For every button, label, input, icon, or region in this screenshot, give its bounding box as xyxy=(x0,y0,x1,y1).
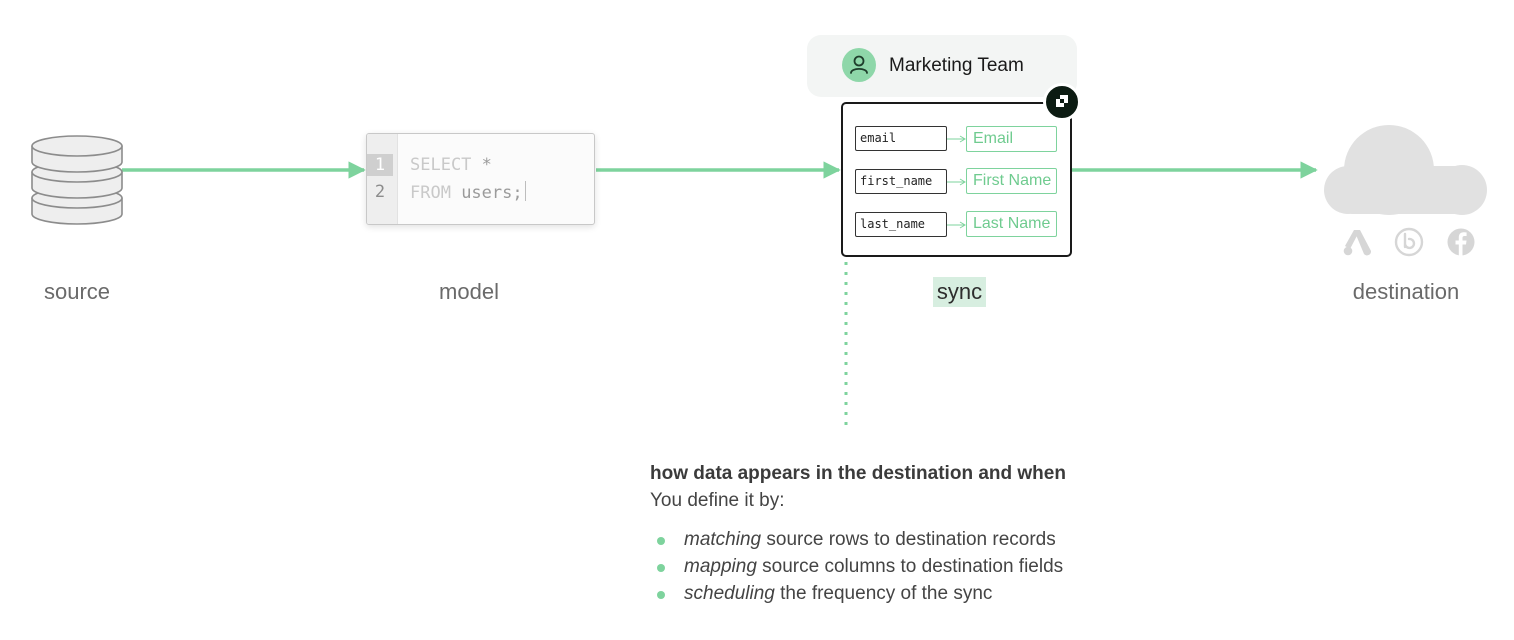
sql-text: users; xyxy=(450,183,523,203)
list-item-text: source columns to destination fields xyxy=(756,556,1064,577)
list-item: mapping source columns to destination fi… xyxy=(654,553,1063,580)
mapping-arrow-icon xyxy=(947,135,966,143)
code-line: FROM users; xyxy=(410,181,526,203)
list-item-text: source rows to destination records xyxy=(761,529,1056,550)
line-number: 1 xyxy=(367,154,393,176)
source-field: email xyxy=(855,126,947,151)
source-field: first_name xyxy=(855,169,947,194)
source-field: last_name xyxy=(855,212,947,237)
list-item-text: the frequency of the sync xyxy=(774,583,993,604)
sql-text: * xyxy=(471,155,492,175)
description-list: matching source rows to destination reco… xyxy=(654,526,1063,607)
stage-label-model: model xyxy=(439,279,499,304)
sql-keyword: FROM xyxy=(410,183,451,203)
team-chip: Marketing Team xyxy=(807,35,1077,97)
destination-field: First Name xyxy=(966,168,1057,194)
sql-keyword: SELECT xyxy=(410,155,472,175)
google-ads-icon xyxy=(1343,230,1372,256)
description-subtitle: You define it by: xyxy=(650,490,785,511)
team-name: Marketing Team xyxy=(889,55,1024,76)
line-number: 2 xyxy=(374,182,386,202)
code-line: SELECT * xyxy=(410,154,492,176)
destination-field: Last Name xyxy=(966,211,1057,237)
stage-label-source: source xyxy=(43,279,111,304)
database-icon xyxy=(31,135,123,225)
list-item: matching source rows to destination reco… xyxy=(654,526,1063,553)
line-number-gutter: 1 2 xyxy=(367,134,398,224)
text-cursor xyxy=(524,181,526,201)
destination-field: Email xyxy=(966,126,1057,152)
mapping-arrow-icon xyxy=(947,178,966,186)
user-icon xyxy=(842,48,876,82)
hightouch-logo-icon xyxy=(1043,83,1081,121)
description-title: how data appears in the destination and … xyxy=(650,463,1066,484)
sql-model-editor: 1 2 SELECT * FROM users; xyxy=(366,133,595,225)
sync-mapping-card: email Email first_name First Name last_n… xyxy=(841,102,1072,257)
stage-label-sync: sync xyxy=(933,277,986,307)
list-item-emphasis: matching xyxy=(684,529,762,550)
list-item: scheduling the frequency of the sync xyxy=(654,580,1063,607)
braze-icon xyxy=(1394,227,1424,257)
cloud-icon xyxy=(1324,125,1487,215)
list-item-emphasis: mapping xyxy=(684,556,757,577)
mapping-arrow-icon xyxy=(947,221,966,229)
stage-label-destination: destination xyxy=(1352,279,1460,304)
list-item-emphasis: scheduling xyxy=(684,583,775,604)
facebook-icon xyxy=(1447,228,1475,256)
